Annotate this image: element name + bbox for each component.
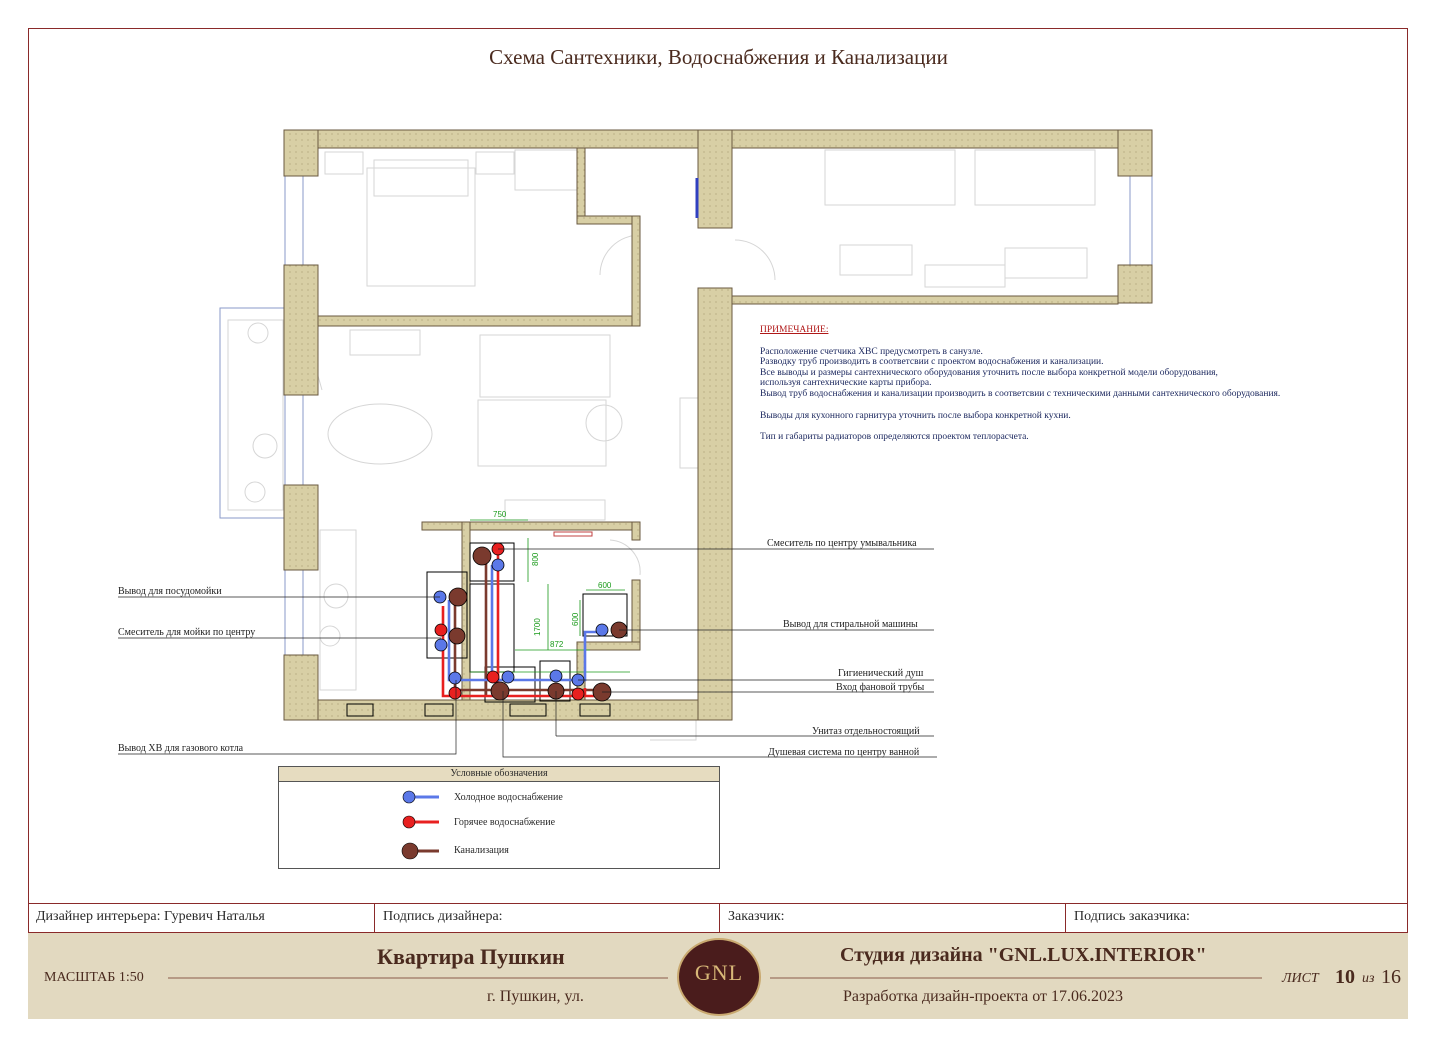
- walls: [283, 129, 1153, 721]
- note-line: Расположение счетчика ХВС предусмотреть …: [760, 346, 983, 357]
- furniture-sketch: [227, 149, 1096, 741]
- scale: МАСШТАБ 1:50: [44, 970, 144, 985]
- sheet-label: ЛИСТ: [1282, 971, 1319, 986]
- dim-1700: 1700: [533, 618, 542, 636]
- page-title: Схема Сантехники, Водоснабжения и Канали…: [489, 45, 948, 69]
- customer-signature: Подпись заказчика:: [1074, 909, 1190, 924]
- legend-item-hot: Горячее водоснабжение: [454, 817, 556, 828]
- callout-boiler-cold: Вывод ХВ для газового котла: [118, 743, 244, 754]
- note-line: используя сантехнические карты прибора.: [760, 378, 932, 389]
- note-line: Вывод труб водоснабжения и канализации п…: [760, 388, 1281, 399]
- dim-872: 872: [550, 640, 564, 649]
- notes-heading: ПРИМЕЧАНИЕ:: [760, 325, 829, 335]
- notes-block: ПРИМЕЧАНИЕ: Расположение счетчика ХВС пр…: [760, 325, 1280, 443]
- sewer-symbol: [401, 842, 419, 860]
- sheet-of: из: [1362, 971, 1375, 986]
- callout-shower-system: Душевая система по центру ванной: [768, 747, 920, 758]
- legend-item-sewer: Канализация: [454, 845, 509, 856]
- designer-signature: Подпись дизайнера:: [375, 904, 720, 932]
- callout-washbasin-mixer: Смеситель по центру умывальника: [767, 538, 917, 549]
- development-date: Разработка дизайн-проекта от 17.06.2023: [843, 988, 1124, 1005]
- note-line: Все выводы и размеры сантехнического обо…: [760, 367, 1218, 378]
- callout-sink-mixer: Смеситель для мойки по центру: [118, 627, 256, 638]
- callout-leaders: [118, 548, 937, 758]
- legend: Условные обозначения Холодное водоснабже…: [278, 766, 720, 869]
- studio-name: Студия дизайна "GNL.LUX.INTERIOR": [840, 944, 1207, 966]
- project-address: г. Пушкин, ул.: [487, 988, 584, 1005]
- legend-title: Условные обозначения: [279, 767, 719, 782]
- dim-600-v: 600: [571, 612, 580, 626]
- signature-row: Дизайнер интерьера: Гуревич Наталья Подп…: [28, 903, 1408, 933]
- note-line: Тип и габариты радиаторов определяются п…: [760, 432, 1029, 443]
- callout-hygienic-shower: Гигиенический душ: [838, 668, 924, 679]
- customer: Заказчик:: [720, 904, 1066, 932]
- designer-name: Дизайнер интерьера: Гуревич Наталья: [28, 904, 375, 932]
- studio-logo: GNL: [677, 938, 761, 1016]
- legend-item-cold: Холодное водоснабжение: [454, 792, 563, 803]
- sheet-number: 10: [1335, 966, 1355, 988]
- pipe-outlets: [433, 542, 628, 702]
- note-line: Выводы для кухонного гарнитура уточнить …: [760, 410, 1071, 421]
- project-name: Квартира Пушкин: [377, 944, 565, 969]
- callout-fan-pipe: Вход фановой трубы: [836, 682, 925, 693]
- logo-text: GNL: [694, 960, 744, 985]
- dim-600-h: 600: [598, 581, 612, 590]
- hot-water-symbol: [402, 815, 416, 829]
- dim-750: 750: [493, 510, 507, 519]
- note-line: Разводку труб производить в соответсвии …: [760, 357, 1104, 368]
- legend-symbols: [401, 790, 439, 860]
- callout-washing-machine: Вывод для стиральной машины: [783, 619, 918, 630]
- sheet-total: 16: [1381, 966, 1401, 988]
- cold-water-symbol: [402, 790, 416, 804]
- callout-dishwasher: Вывод для посудомойки: [118, 586, 222, 597]
- callout-toilet: Унитаз отдельностоящий: [812, 726, 920, 737]
- dim-800: 800: [531, 552, 540, 566]
